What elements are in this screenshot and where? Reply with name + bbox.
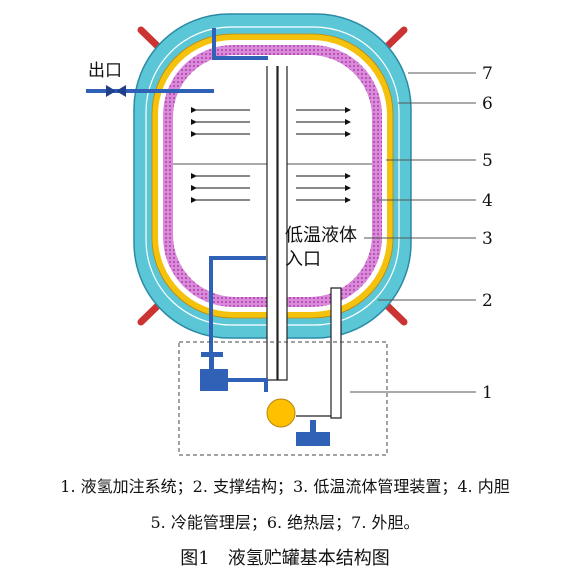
callout-4: 4 <box>482 191 493 211</box>
center-tube-left <box>266 66 278 381</box>
filling-valve-left <box>200 352 228 391</box>
callout-2: 2 <box>482 291 493 311</box>
legend-line-2: 5. 冷能管理层；6. 绝热层；7. 外胆。 <box>150 513 420 532</box>
circulation-pump <box>266 398 296 428</box>
pump-pipe <box>228 378 268 392</box>
flow-arrows <box>191 107 351 203</box>
top-pipe <box>212 28 268 60</box>
callout-1: 1 <box>482 383 493 403</box>
callout-3: 3 <box>482 229 493 249</box>
outlet-label: 出口 <box>88 61 122 81</box>
lower-pipe <box>209 256 266 360</box>
inlet-tube <box>330 287 342 419</box>
callout-leaders <box>350 72 476 393</box>
callout-numbers: 7 6 5 4 3 2 1 <box>482 64 493 403</box>
fluid-management-tubes <box>266 66 342 419</box>
callout-7: 7 <box>482 64 493 84</box>
center-tube-right <box>277 66 288 381</box>
callout-6: 6 <box>482 94 493 114</box>
callout-5: 5 <box>482 151 493 171</box>
inlet-label-line2: 入口 <box>285 249 321 270</box>
inlet-label-line1: 低温液体 <box>285 225 357 246</box>
filling-valve-bottom <box>296 420 330 446</box>
figure-title: 图1 液氢贮罐基本结构图 <box>180 548 390 569</box>
legend-line-1: 1. 液氢加注系统；2. 支撑结构；3. 低温流体管理装置；4. 内胆 <box>60 477 510 496</box>
outlet-valve <box>106 85 126 97</box>
